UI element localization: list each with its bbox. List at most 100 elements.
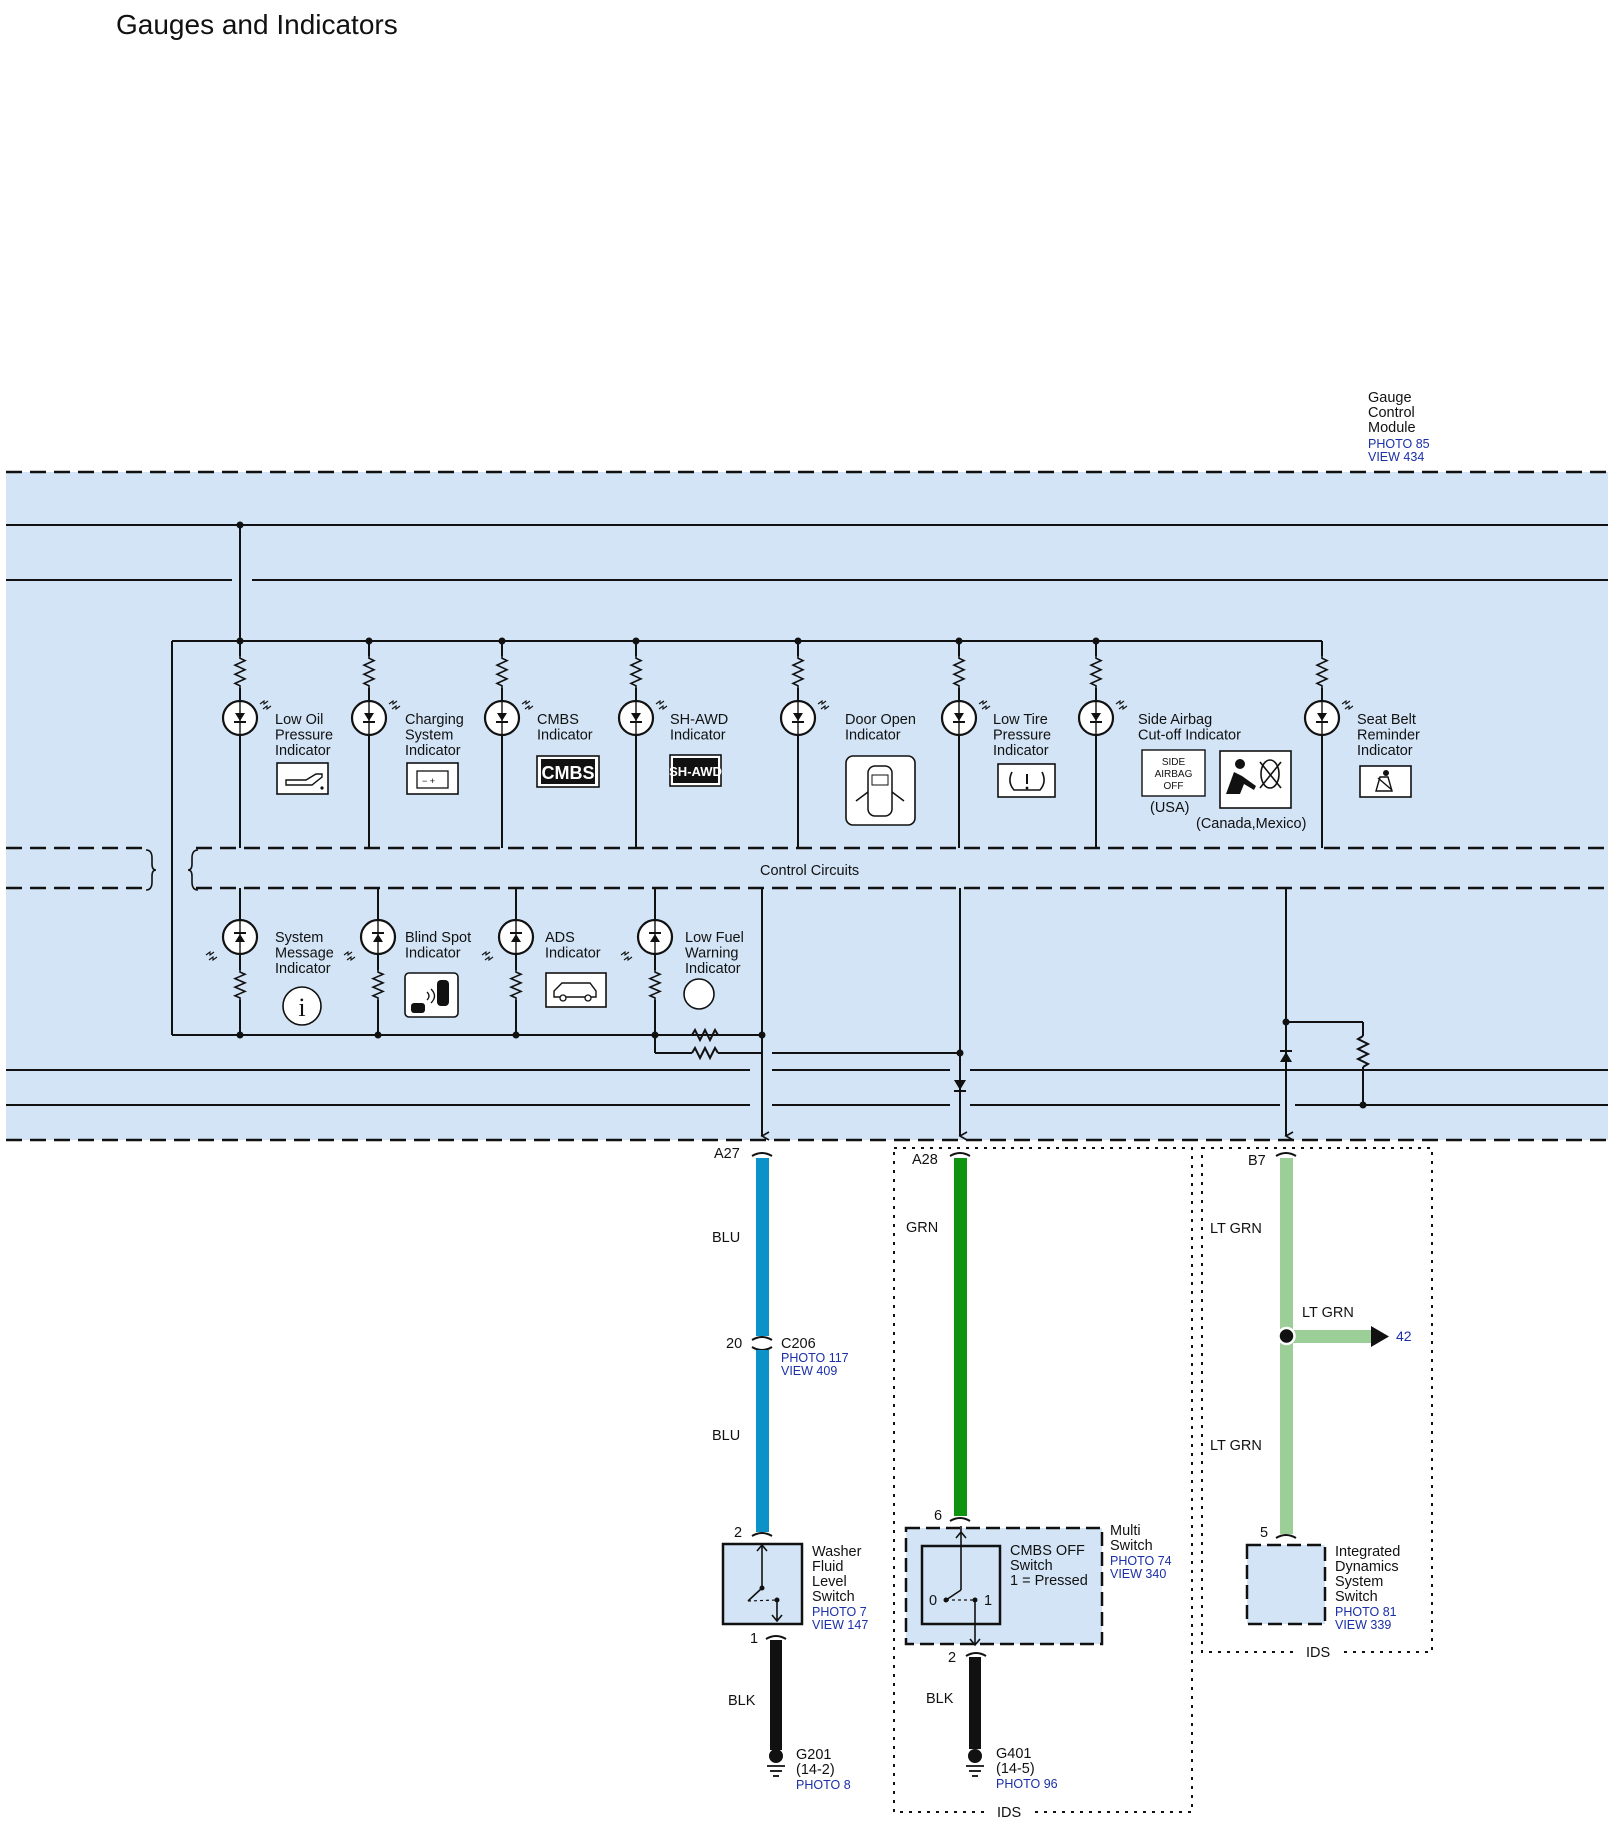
- ground-symbol-g401: [966, 1749, 984, 1777]
- multi-switch-pin-6: 6: [934, 1508, 942, 1524]
- svg-text:Low Tire: Low Tire: [993, 712, 1048, 728]
- wire-blk-g401: [969, 1657, 981, 1749]
- svg-text:Low Fuel: Low Fuel: [685, 930, 744, 946]
- gauge-control-module: [6, 472, 1608, 1140]
- svg-text:Pressure: Pressure: [275, 728, 333, 744]
- svg-text:SH-AWD: SH-AWD: [670, 712, 728, 728]
- branch-reference: 42: [1396, 1328, 1412, 1344]
- module-label: Gauge Control Module PHOTO 85 VIEW 434: [1368, 390, 1430, 464]
- svg-text:Indicator: Indicator: [405, 946, 461, 962]
- integrated-dynamics-system-switch: [1245, 1543, 1327, 1626]
- svg-text:Switch: Switch: [1335, 1589, 1378, 1605]
- fuel-circle-icon: [683, 978, 715, 1010]
- wire-grn: [954, 1158, 967, 1516]
- svg-text:Indicator: Indicator: [845, 728, 901, 744]
- svg-text:Level: Level: [812, 1574, 847, 1590]
- svg-text:(14-2): (14-2): [796, 1762, 835, 1778]
- svg-text:Indicator: Indicator: [670, 728, 726, 744]
- wire-lt-grn: [1280, 1158, 1293, 1534]
- circuit-b7: B7 LT GRN LT GRN 42 LT GRN 5 Integrated …: [1210, 1152, 1412, 1632]
- b7-internal-circuit: [1280, 888, 1371, 1141]
- side-airbag-off-icon: SIDE AIRBAG OFF (USA): [1141, 749, 1206, 816]
- svg-text:SH-AWD: SH-AWD: [669, 764, 722, 779]
- internal-power-lines: [6, 524, 1608, 1106]
- svg-text:0: 0: [929, 1593, 937, 1609]
- svg-text:ADS: ADS: [545, 930, 575, 946]
- svg-text:Warning: Warning: [685, 946, 738, 962]
- occupant-airbag-off-icon: (Canada,Mexico): [1196, 750, 1306, 832]
- svg-text:Low Oil: Low Oil: [275, 712, 323, 728]
- svg-text:VIEW 340: VIEW 340: [1110, 1567, 1166, 1581]
- svg-text:Seat Belt: Seat Belt: [1357, 712, 1416, 728]
- svg-text:Indicator: Indicator: [993, 743, 1049, 759]
- wire-label-lt-grn-2: LT GRN: [1210, 1438, 1262, 1454]
- ids-switch-pin-5: 5: [1260, 1525, 1268, 1541]
- svg-text:Switch: Switch: [1110, 1538, 1153, 1554]
- svg-text:System: System: [275, 930, 323, 946]
- wire-label-lt-grn-branch: LT GRN: [1302, 1305, 1354, 1321]
- svg-text:Indicator: Indicator: [537, 728, 593, 744]
- svg-text:Integrated: Integrated: [1335, 1544, 1400, 1560]
- svg-text:Cut-off Indicator: Cut-off Indicator: [1138, 728, 1241, 744]
- circuit-a27: A27 BLU 20 C206 PHOTO 117 VIEW 409 BLU 2…: [712, 1146, 868, 1792]
- svg-text:Fluid: Fluid: [812, 1559, 843, 1575]
- circuit-a28: A28 GRN 6 0 1 CMBS OFF Switch 1 = Presse…: [904, 1152, 1172, 1791]
- ids-label-b7: IDS: [1306, 1645, 1330, 1661]
- terminal-b7: B7: [1248, 1153, 1266, 1169]
- wire-label-grn: GRN: [906, 1220, 938, 1236]
- svg-text:Side Airbag: Side Airbag: [1138, 712, 1212, 728]
- wire-label-blk-1: BLK: [728, 1693, 756, 1709]
- svg-text:G201: G201: [796, 1747, 831, 1763]
- svg-text:Indicator: Indicator: [1357, 743, 1413, 759]
- ids-group-a28: [893, 1147, 1193, 1813]
- svg-text:Control: Control: [1368, 405, 1415, 421]
- svg-text:i: i: [298, 993, 305, 1022]
- svg-text:Module: Module: [1368, 420, 1416, 436]
- info-icon: i: [282, 986, 322, 1026]
- branch-arrow: [1371, 1326, 1389, 1347]
- svg-text:Indicator: Indicator: [685, 961, 741, 977]
- battery-icon: − +: [406, 762, 459, 795]
- washer-pin-2: 2: [734, 1525, 742, 1541]
- blind-spot-icon: [404, 972, 459, 1018]
- svg-text:Switch: Switch: [1010, 1558, 1053, 1574]
- svg-text:Door Open: Door Open: [845, 712, 916, 728]
- multi-switch-pin-2: 2: [948, 1650, 956, 1666]
- wire-label-blu-2: BLU: [712, 1428, 740, 1444]
- svg-text:G401: G401: [996, 1746, 1031, 1762]
- svg-text:Indicator: Indicator: [405, 743, 461, 759]
- svg-text:PHOTO 96: PHOTO 96: [996, 1777, 1058, 1791]
- terminal-a27: A27: [714, 1146, 740, 1162]
- page-title: Gauges and Indicators: [116, 9, 398, 40]
- seat-belt-icon: [1359, 765, 1412, 798]
- ads-car-icon: [545, 972, 607, 1008]
- svg-text:CMBS: CMBS: [542, 763, 595, 783]
- svg-text:Washer: Washer: [812, 1544, 862, 1560]
- wire-blk-g201: [770, 1640, 782, 1750]
- svg-text:1: 1: [984, 1593, 992, 1609]
- svg-text:System: System: [405, 728, 453, 744]
- wire-blu-lower: [756, 1350, 769, 1532]
- svg-text:Indicator: Indicator: [275, 961, 331, 977]
- svg-text:Indicator: Indicator: [275, 743, 331, 759]
- svg-text:Indicator: Indicator: [545, 946, 601, 962]
- shawd-icon: SH-AWD: [669, 754, 722, 787]
- oil-can-icon: [276, 762, 329, 795]
- wire-label-blu-1: BLU: [712, 1230, 740, 1246]
- svg-text:Pressure: Pressure: [993, 728, 1051, 744]
- svg-text:− +: − +: [422, 776, 435, 786]
- svg-text:(14-5): (14-5): [996, 1761, 1035, 1777]
- washer-pin-1: 1: [750, 1631, 758, 1647]
- svg-text:PHOTO 85: PHOTO 85: [1368, 437, 1430, 451]
- wire-lt-grn-branch: [1293, 1330, 1373, 1343]
- svg-text:VIEW 147: VIEW 147: [812, 1618, 868, 1632]
